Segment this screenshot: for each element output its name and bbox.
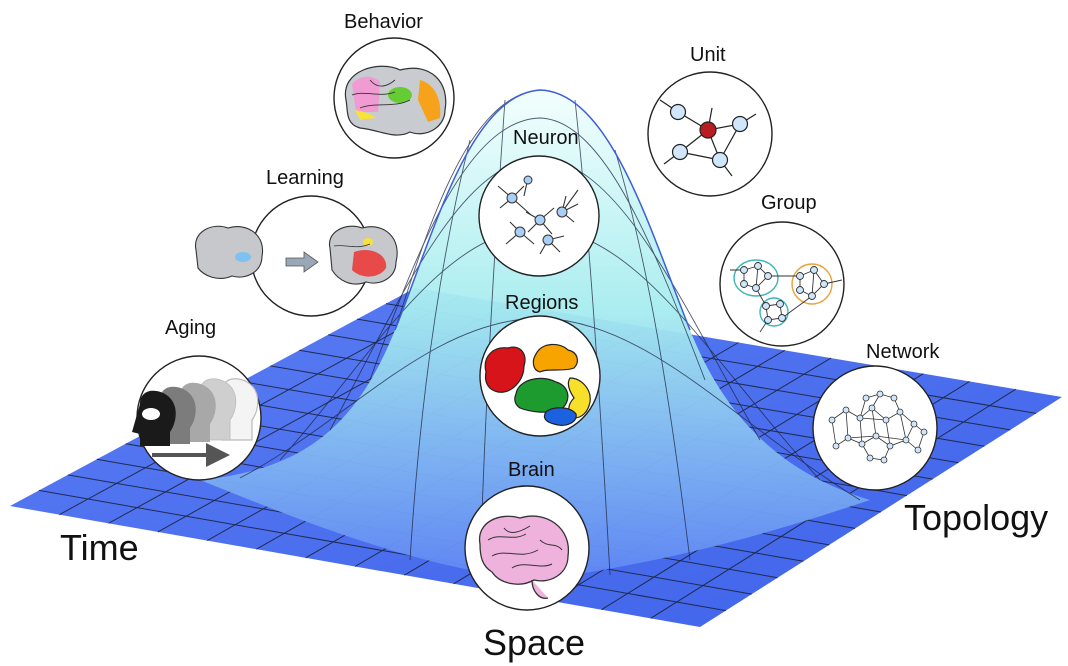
group-node	[719, 221, 845, 347]
learning-node	[195, 195, 398, 317]
unit-node	[647, 71, 773, 197]
regions-icon	[484, 343, 591, 426]
behavior-label: Behavior	[344, 11, 423, 33]
learning-brain-icon	[195, 225, 398, 285]
aging-label: Aging	[165, 317, 217, 339]
network-label: Network	[866, 341, 940, 363]
behavior-node	[333, 37, 455, 159]
unit-graph-icon	[659, 99, 757, 177]
network-graph-icon	[828, 390, 928, 464]
unit-label: Unit	[690, 44, 726, 66]
aging-node	[132, 355, 262, 481]
neuron-label: Neuron	[513, 127, 579, 149]
space-axis-label: Space	[483, 622, 586, 663]
neuron-node	[478, 155, 600, 277]
brain-label: Brain	[508, 459, 555, 481]
brain-node	[464, 485, 590, 611]
group-label: Group	[761, 192, 817, 214]
regions-node	[479, 315, 601, 437]
aging-heads-icon	[132, 378, 259, 467]
group-graph-icon	[730, 259, 843, 333]
topology-axis-label: Topology	[904, 497, 1049, 538]
behavior-brain-icon	[344, 65, 447, 136]
network-node	[812, 365, 938, 491]
time-axis-label: Time	[60, 527, 139, 568]
regions-label: Regions	[505, 292, 579, 314]
brain-icon	[479, 515, 569, 599]
learning-label: Learning	[266, 167, 344, 189]
